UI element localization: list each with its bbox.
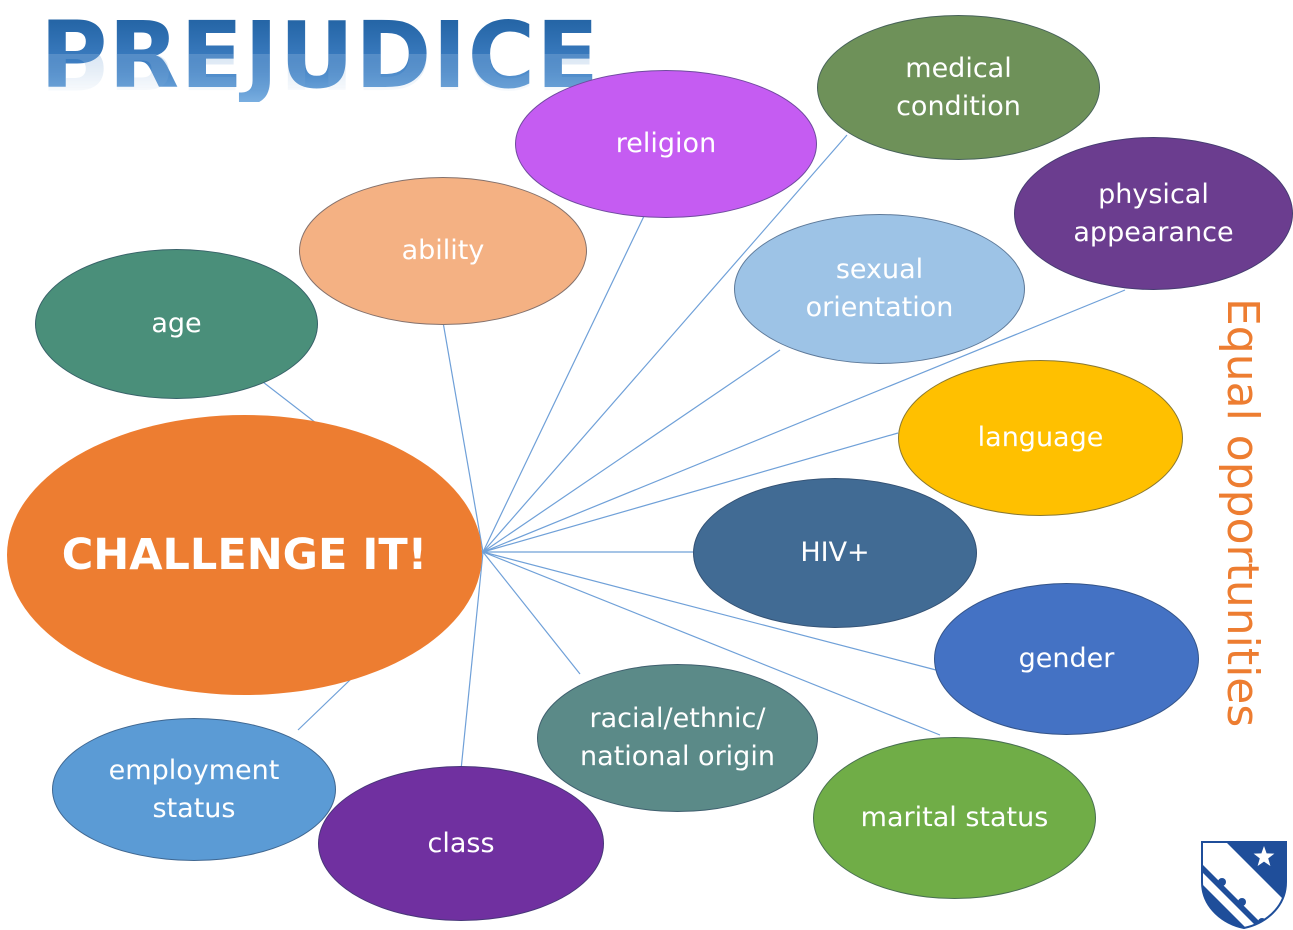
challenge-it-bubble: CHALLENGE IT! (7, 415, 482, 695)
bubble-age-label: age (151, 308, 202, 339)
connector-ability (442, 321, 484, 553)
bubble-religion-label: religion (615, 128, 717, 159)
title-area: PREJUDICE PREJUDICE (40, 0, 600, 150)
bubble-medical-condition-label: medical condition (896, 52, 1021, 122)
connector-marital (482, 551, 941, 736)
bubble-racial-origin-label: racial/ethnic/ national origin (580, 703, 775, 772)
bubble-racial-origin: racial/ethnic/ national origin (537, 664, 818, 812)
bubble-physical-appearance-label: physical appearance (1073, 178, 1234, 248)
bubble-gender-label: gender (1018, 643, 1115, 674)
bubble-physical-appearance: physical appearance (1014, 137, 1293, 290)
bubble-sexual-orientation-label: sexual orientation (805, 254, 954, 323)
bubble-language-label: language (977, 422, 1104, 453)
bubble-religion: religion (515, 70, 817, 218)
page-title: PREJUDICE (40, 2, 601, 109)
connector-medical (482, 134, 848, 553)
connector-racial (482, 551, 581, 675)
bubble-hiv: HIV+ (693, 478, 977, 628)
bubble-employment-status: employment status (52, 718, 336, 861)
bubble-language: language (898, 360, 1183, 516)
bubble-class: class (318, 766, 604, 921)
connector-gender (482, 551, 937, 671)
challenge-it-label: CHALLENGE IT! (61, 530, 428, 580)
bubble-ability: ability (299, 177, 587, 325)
bubble-sexual-orientation: sexual orientation (734, 214, 1025, 364)
bubble-marital-status-label: marital status (860, 802, 1049, 833)
bubble-marital-status: marital status (813, 737, 1096, 899)
bubble-employment-status-label: employment status (108, 754, 280, 824)
connector-class (460, 551, 484, 771)
equal-opportunities-label: Equal opportunities (1217, 298, 1268, 728)
shield-crest-icon (1201, 841, 1287, 930)
bubble-class-label: class (427, 827, 495, 859)
bubble-hiv-label: HIV+ (800, 537, 870, 568)
bubble-ability-label: ability (401, 235, 485, 266)
connector-language (482, 432, 899, 553)
bubble-medical-condition: medical condition (817, 15, 1100, 160)
connector-physical (482, 289, 1126, 553)
bubble-age: age (35, 249, 318, 399)
connector-sexual (482, 349, 781, 553)
bubble-gender: gender (934, 583, 1199, 735)
connector-religion (482, 213, 646, 553)
